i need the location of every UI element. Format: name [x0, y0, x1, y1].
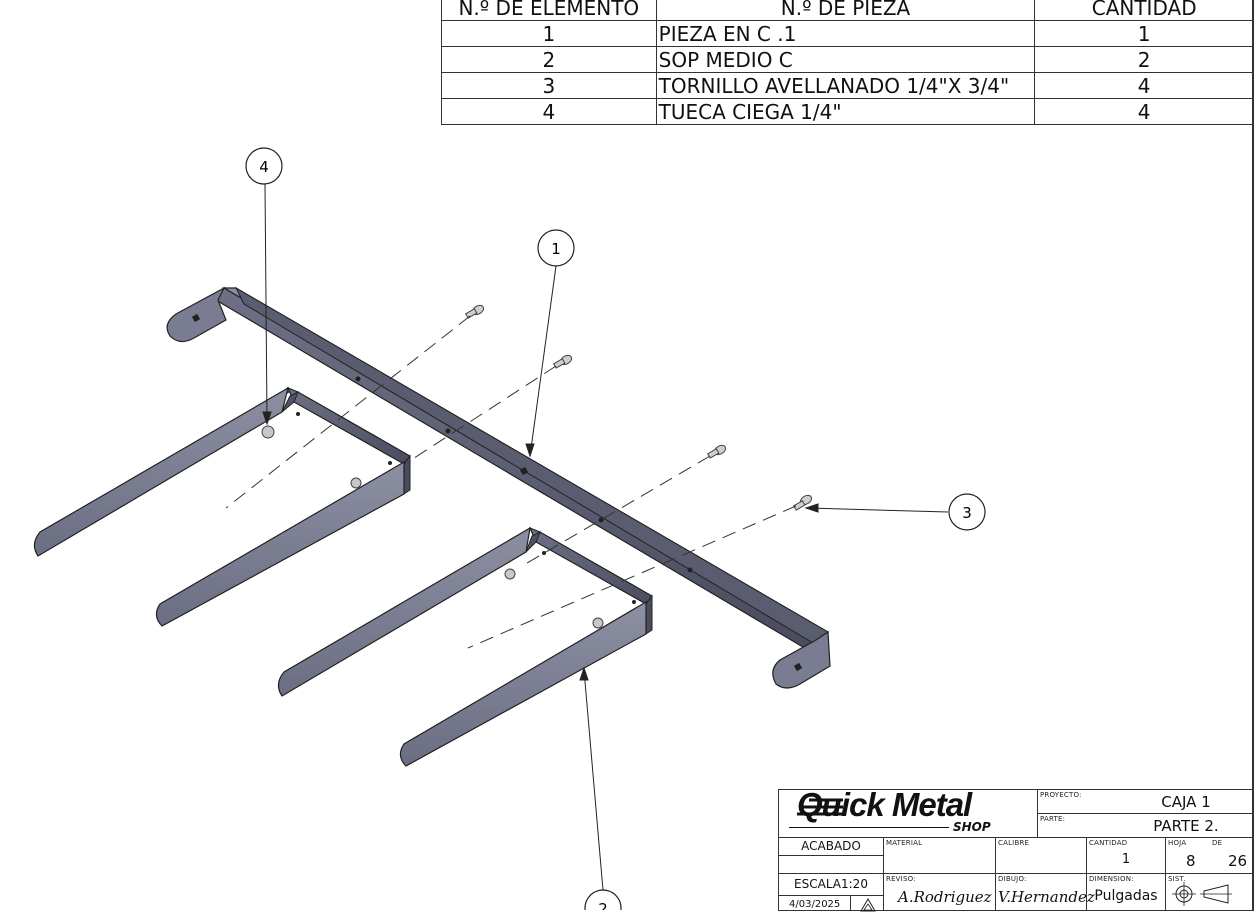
reviso-cell: REVISO: A.Rodriguez — [884, 874, 996, 911]
bom-qty: 4 — [1034, 72, 1254, 99]
material-label: MATERIAL — [886, 839, 923, 847]
sheet-border — [1252, 0, 1254, 910]
bom-item: 3 — [441, 72, 657, 99]
calibre-cell: CALIBRE — [996, 838, 1087, 874]
parte-cell: PARTE: PARTE 2. — [1038, 814, 1254, 838]
calibre-label: CALIBRE — [998, 839, 1030, 847]
balloon-4: 4 — [245, 147, 283, 185]
parte-label: PARTE: — [1040, 815, 1066, 823]
table-row: 2 SOP MEDIO C 2 — [441, 46, 1254, 73]
bom-qty: 1 — [1034, 20, 1254, 47]
leader-lines — [262, 183, 949, 891]
bom-item: 2 — [441, 46, 657, 73]
assembly-axis-lines — [225, 315, 797, 649]
hoja-label: HOJA — [1168, 839, 1187, 847]
part-c-channel — [166, 286, 831, 689]
logo-cell: Quick Metal SHOP — [779, 786, 1038, 838]
proyecto-value: CAJA 1 — [1161, 793, 1211, 811]
company-logo: Quick Metal — [797, 786, 972, 823]
acabado-cell: ACABADO — [779, 838, 884, 856]
logo-speed-lines-icon — [797, 798, 843, 816]
cantidad-cell: CANTIDAD 1 — [1087, 838, 1166, 874]
title-block: Quick Metal SHOP PROYECTO: CAJA 1 PARTE:… — [778, 786, 1254, 912]
bom-part: PIEZA EN C .1 — [655, 20, 1036, 47]
de-label: DE — [1212, 839, 1223, 847]
balloon-3-label: 3 — [962, 504, 972, 522]
fecha-cell: 4/03/2025 — [779, 896, 851, 911]
proyecto-label: PROYECTO: — [1040, 791, 1082, 799]
table-row: 4 TUECA CIEGA 1/4" 4 — [441, 98, 1254, 125]
dibujo-cell: DIBUJO: V.Hernandez — [996, 874, 1095, 911]
hoja-cell: HOJA DE 8 26 — [1166, 838, 1254, 874]
sist-label: SIST. — [1168, 875, 1186, 883]
escala-cell: ESCALA1:20 — [779, 874, 884, 896]
table-row: 3 TORNILLO AVELLANADO 1/4"X 3/4" 4 — [441, 72, 1254, 99]
dimension-cell: DIMENSION: Pulgadas — [1087, 874, 1166, 911]
revision-symbol-cell — [851, 896, 884, 912]
balloon-4-label: 4 — [259, 158, 269, 176]
projection-symbol-icon — [1172, 882, 1232, 906]
bill-of-materials-table: N.º DE ELEMENTO N.º DE PIEZA CANTIDAD 1 … — [441, 0, 1254, 125]
dibujo-value: V.Hernandez — [998, 888, 1095, 906]
fecha-value: 4/03/2025 — [789, 899, 841, 910]
cantidad-label: CANTIDAD — [1089, 839, 1128, 847]
balloon-1: 1 — [537, 229, 575, 267]
bom-part: TUECA CIEGA 1/4" — [655, 98, 1036, 125]
balloon-2: 2 — [584, 889, 622, 910]
balloon-2-label: 2 — [598, 900, 608, 910]
balloon-1-label: 1 — [551, 240, 561, 258]
reviso-value: A.Rodriguez — [898, 888, 992, 906]
bom-part: TORNILLO AVELLANADO 1/4"X 3/4" — [655, 72, 1036, 99]
dimension-value: Pulgadas — [1094, 888, 1158, 904]
acabado-label: ACABADO — [801, 839, 861, 853]
proyecto-cell: PROYECTO: CAJA 1 — [1038, 790, 1254, 814]
de-value: 26 — [1228, 852, 1248, 870]
dibujo-label: DIBUJO: — [998, 875, 1027, 883]
reviso-label: REVISO: — [886, 875, 916, 883]
balloon-3: 3 — [948, 493, 986, 531]
bom-item: 4 — [441, 98, 657, 125]
escala-value: ESCALA1:20 — [794, 877, 868, 891]
part-u-support-lower — [277, 526, 653, 767]
cantidad-value: 1 — [1121, 852, 1131, 867]
screws — [464, 304, 813, 511]
bom-header-qty: CANTIDAD — [1034, 0, 1254, 21]
hoja-value: 8 — [1186, 852, 1196, 870]
dimension-label: DIMENSION: — [1089, 875, 1134, 883]
company-logo-sub: SHOP — [953, 820, 991, 834]
bom-qty: 2 — [1034, 46, 1254, 73]
bom-header-item: N.º DE ELEMENTO — [441, 0, 657, 21]
bom-qty: 4 — [1034, 98, 1254, 125]
bom-header-row: N.º DE ELEMENTO N.º DE PIEZA CANTIDAD — [441, 0, 1254, 21]
parte-value: PARTE 2. — [1153, 817, 1219, 835]
material-cell: MATERIAL — [884, 838, 996, 874]
sist-cell: SIST. — [1166, 874, 1254, 911]
part-u-support-upper — [33, 386, 411, 627]
acabado-value-cell — [779, 856, 884, 874]
